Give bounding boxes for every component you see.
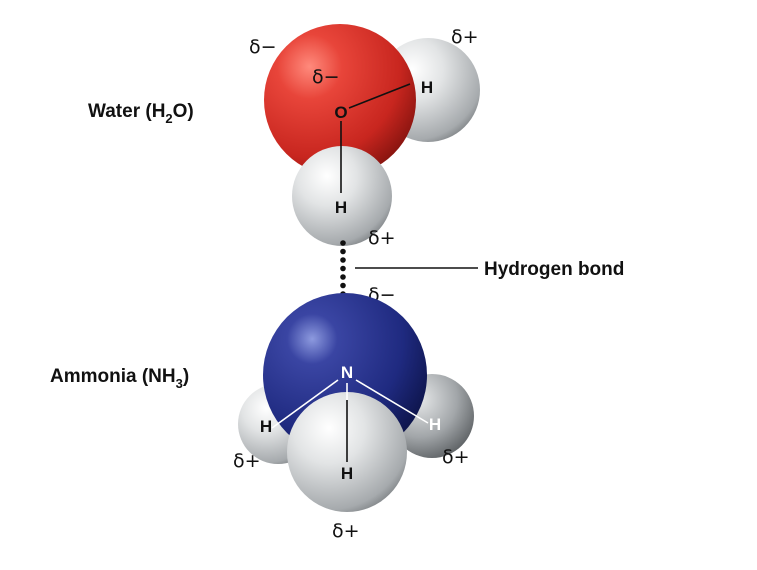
ammonia-molecule: N H H H [238, 293, 474, 512]
water-hydrogen-bottom-symbol: H [335, 198, 347, 217]
oxygen-symbol: O [334, 103, 347, 122]
ammonia-hydrogen-front-charge: δ+ [332, 520, 360, 542]
hydrogen-bond-label: Hydrogen bond [484, 259, 624, 280]
water-oxygen-outer-charge: δ− [249, 36, 277, 58]
nitrogen-symbol: N [341, 363, 353, 382]
ammonia-hydrogen-right-symbol: H [429, 415, 441, 434]
hydrogen-bond-dots [340, 240, 346, 297]
water-oxygen-inner-charge: δ− [312, 66, 340, 88]
water-molecule: O H H [264, 24, 480, 246]
ammonia-hydrogen-right-charge: δ+ [442, 446, 470, 468]
ammonia-hydrogen-left-charge: δ+ [233, 450, 261, 472]
ammonia-bond-n-h-left [271, 379, 339, 429]
water-label: Water (H2O) [88, 101, 194, 126]
ammonia-bond-n-h-right [355, 379, 429, 424]
water-hydrogen-right-charge: δ+ [451, 26, 479, 48]
ammonia-hydrogen-front-symbol: H [341, 464, 353, 483]
ammonia-label: Ammonia (NH3) [50, 366, 189, 391]
water-hydrogen-right-symbol: H [421, 78, 433, 97]
oxygen-sphere [264, 24, 416, 176]
water-hydrogen-bottom-charge: δ+ [368, 227, 396, 249]
water-bond-o-h-right [348, 83, 411, 109]
ammonia-hydrogen-left-symbol: H [260, 417, 272, 436]
water-hydrogen-bottom-sphere [292, 146, 392, 246]
